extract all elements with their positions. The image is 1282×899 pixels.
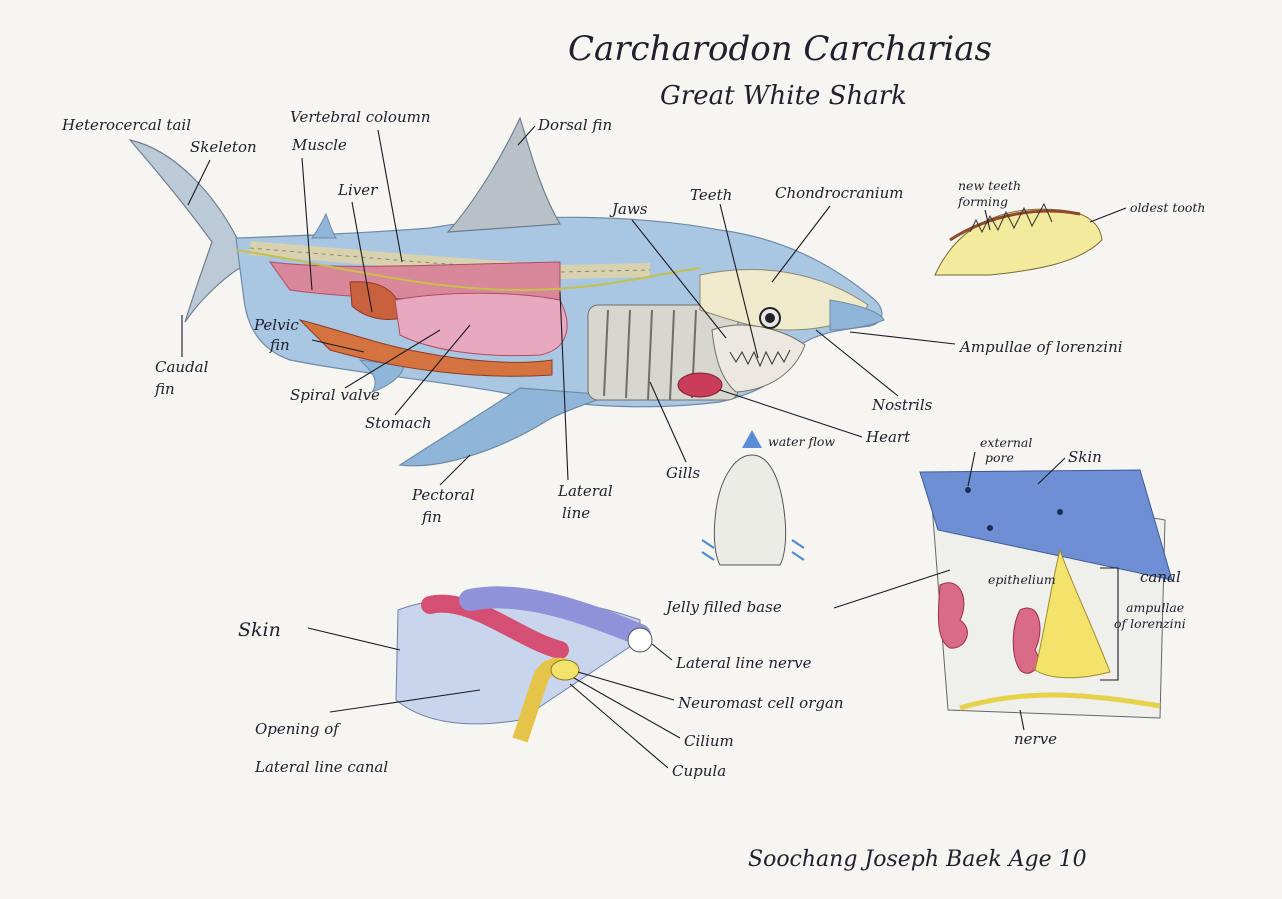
label-lateral-line-2: line	[562, 504, 590, 522]
label-spiral-valve: Spiral valve	[290, 386, 380, 404]
label-oldest-tooth: oldest tooth	[1130, 200, 1205, 215]
label-external-pore-1: external	[980, 435, 1032, 450]
subtitle: Great White Shark	[660, 81, 907, 111]
label-amp-nerve: nerve	[1014, 730, 1057, 748]
label-vertebral-column: Vertebral coloumn	[290, 108, 431, 126]
label-neuromast: Neuromast cell organ	[677, 694, 844, 712]
label-ll-nerve: Lateral line nerve	[675, 654, 812, 672]
label-amp-ampullae-2: of lorenzini	[1114, 616, 1186, 631]
label-opening-1: Opening of	[255, 720, 341, 738]
lateral-line-detail: Skin Lateral line nerve Neuromast cell o…	[238, 596, 844, 780]
signature: Soochang Joseph Baek Age 10	[748, 847, 1087, 872]
label-pelvic-2: fin	[269, 336, 290, 354]
label-teeth: Teeth	[690, 186, 732, 204]
label-ll-skin: Skin	[238, 619, 281, 641]
label-amp-ampullae-1: ampullae	[1126, 600, 1184, 615]
label-muscle: Muscle	[291, 136, 347, 154]
label-stomach: Stomach	[365, 414, 432, 432]
label-caudal-1: Caudal	[155, 358, 209, 376]
label-new-teeth-1: new teeth	[958, 178, 1021, 193]
label-new-teeth-2: forming	[957, 194, 1008, 209]
label-liver: Liver	[337, 181, 378, 199]
label-skeleton: Skeleton	[190, 138, 257, 156]
label-gills: Gills	[666, 464, 700, 482]
water-flow-inset: water flow	[702, 430, 835, 565]
label-chondrocranium: Chondrocranium	[775, 184, 904, 202]
teeth-inset: new teeth forming oldest tooth	[935, 178, 1205, 275]
label-cilium: Cilium	[684, 732, 734, 750]
label-lateral-line-1: Lateral	[557, 482, 613, 500]
label-caudal-2: fin	[154, 380, 175, 398]
caudal-fin-shape	[130, 140, 250, 322]
label-heterocercal-tail: Heterocercal tail	[61, 116, 191, 134]
title: Carcharodon Carcharias	[568, 29, 992, 69]
label-dorsal-fin: Dorsal fin	[537, 116, 612, 134]
dorsal-fin-shape	[448, 118, 560, 232]
label-nostrils: Nostrils	[871, 396, 933, 414]
label-cupula: Cupula	[672, 762, 726, 780]
label-pelvic-1: Pelvic	[253, 316, 299, 334]
label-pectoral-2: fin	[421, 508, 442, 526]
label-external-pore-2: pore	[985, 450, 1014, 465]
label-jelly: Jelly filled base	[663, 598, 782, 616]
label-canal: canal	[1140, 568, 1181, 586]
label-jaws: Jaws	[609, 200, 648, 218]
label-amp-skin: Skin	[1068, 448, 1102, 466]
label-epithelium: epithelium	[988, 572, 1056, 587]
label-heart: Heart	[865, 428, 911, 446]
label-opening-2: Lateral line canal	[254, 758, 388, 776]
second-dorsal-fin	[312, 214, 336, 238]
heart-shape	[678, 373, 722, 397]
label-ampullae: Ampullae of lorenzini	[958, 338, 1123, 356]
shark-body	[130, 118, 884, 466]
label-water-flow: water flow	[768, 434, 835, 449]
label-pectoral-1: Pectoral	[411, 486, 475, 504]
